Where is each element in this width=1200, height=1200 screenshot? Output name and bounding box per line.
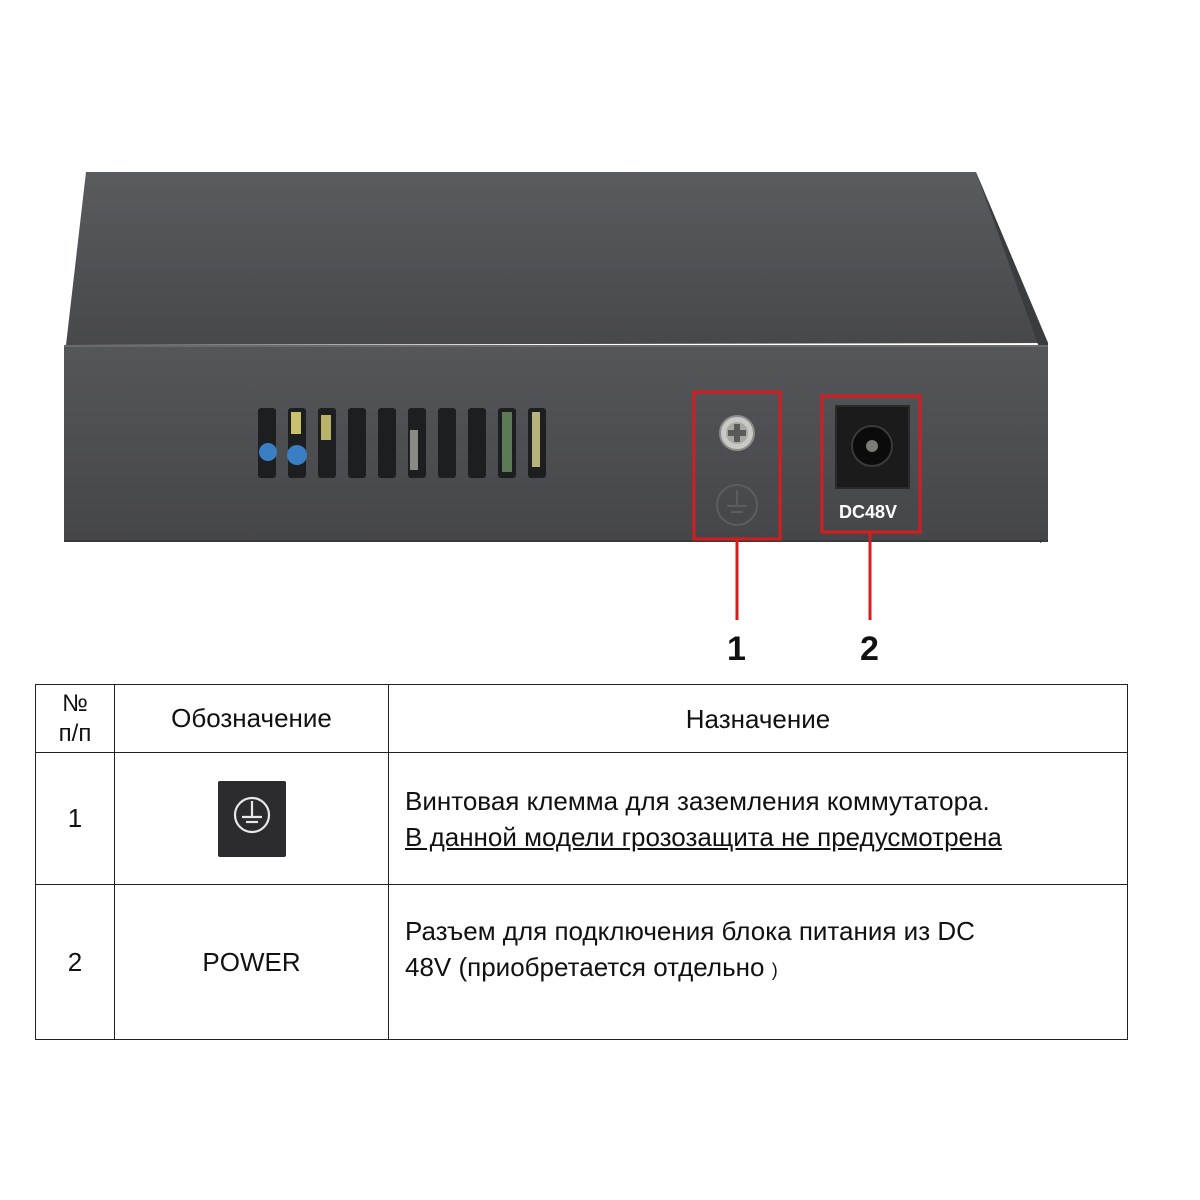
device-top-surface xyxy=(66,172,1048,345)
ventilation-slots xyxy=(258,408,546,478)
purpose-line: Винтовая клемма для заземления коммутато… xyxy=(405,785,990,816)
table-row: 1 Винтовая клемма для заземления коммута… xyxy=(35,752,1128,885)
header-designation: Обозначение xyxy=(114,684,389,753)
row-designation: POWER xyxy=(114,884,389,1040)
table-row: 2 POWER Разъем для подключения блока пит… xyxy=(35,884,1128,1040)
ground-screw xyxy=(716,415,758,526)
header-number-symbol: № xyxy=(62,689,88,717)
row-purpose: Разъем для подключения блока питания из … xyxy=(388,884,1128,1040)
row-number: 1 xyxy=(35,752,115,885)
purpose-line-text: 48V (приобретается отдельно xyxy=(405,952,765,982)
header-number: № п/п xyxy=(35,684,115,753)
ground-terminal-icon xyxy=(217,780,286,857)
device-rear-panel-illustration: DC48V xyxy=(64,172,1048,620)
table-header-row: № п/п Обозначение Назначение xyxy=(35,684,1128,753)
row-number: 2 xyxy=(35,884,115,1040)
callout-number-2: 2 xyxy=(860,630,879,668)
dc48v-label: DC48V xyxy=(839,502,897,522)
purpose-line: Разъем для подключения блока питания из … xyxy=(405,916,975,946)
dc-power-jack xyxy=(835,405,910,489)
header-purpose: Назначение xyxy=(388,684,1128,753)
row-designation xyxy=(114,752,389,885)
port-description-table: № п/п Обозначение Назначение 1 Винтовая … xyxy=(35,684,1128,1040)
purpose-note: В данной модели грозозащита не предусмот… xyxy=(405,821,1002,852)
row-purpose: Винтовая клемма для заземления коммутато… xyxy=(388,752,1128,885)
closing-paren: ) xyxy=(771,960,778,980)
header-number-abbrev: п/п xyxy=(58,719,92,747)
callout-number-1: 1 xyxy=(727,630,746,668)
purpose-line-2: 48V (приобретается отдельно ) xyxy=(405,949,1127,988)
